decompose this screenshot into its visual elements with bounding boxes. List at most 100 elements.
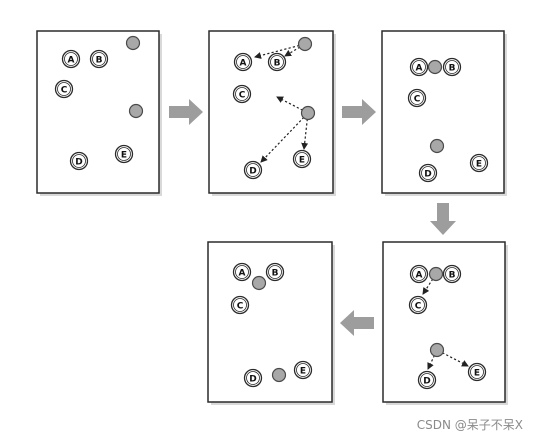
point-label: B	[274, 58, 281, 68]
point-a: A	[61, 49, 81, 69]
point-ring-inner	[57, 82, 71, 96]
point-label: C	[239, 90, 246, 100]
point-c: C	[407, 88, 427, 108]
centroid-dot	[427, 59, 443, 75]
point-ring-inner	[72, 154, 86, 168]
point-ring	[409, 57, 429, 77]
point-ring-inner	[470, 365, 484, 379]
point-ring-inner	[420, 373, 434, 387]
flow-arrow-right	[169, 99, 203, 125]
point-label: D	[249, 166, 256, 176]
centroid-move-arrow	[301, 118, 309, 150]
point-ring	[418, 163, 438, 183]
point-ring	[232, 262, 252, 282]
point-label: D	[249, 374, 256, 384]
point-label: E	[474, 368, 480, 378]
point-ring	[243, 160, 263, 180]
point-d: D	[243, 368, 263, 388]
point-ring	[265, 262, 285, 282]
centroid-dot	[429, 138, 445, 154]
point-ring	[417, 370, 437, 390]
point-ring	[89, 49, 109, 69]
point-e: E	[292, 149, 312, 169]
point-d: D	[243, 160, 263, 180]
point-ring-inner	[235, 87, 249, 101]
point-label: B	[449, 270, 456, 280]
point-ring	[293, 360, 313, 380]
point-ring-inner	[412, 60, 426, 74]
point-c: C	[232, 84, 252, 104]
point-d: D	[417, 370, 437, 390]
panel-2: A B C D E	[208, 30, 336, 196]
point-ring	[61, 49, 81, 69]
point-ring	[230, 295, 250, 315]
point-label: B	[449, 63, 456, 73]
point-label: D	[424, 169, 431, 179]
centroid-dot	[428, 266, 444, 282]
point-ring-inner	[411, 298, 425, 312]
point-ring-inner	[117, 147, 131, 161]
point-label: A	[416, 270, 423, 280]
point-b: B	[267, 52, 287, 72]
point-ring	[114, 144, 134, 164]
point-a: A	[233, 52, 253, 72]
point-ring	[292, 149, 312, 169]
panel-1: A B C D E	[36, 30, 162, 196]
point-label: C	[415, 301, 422, 311]
flow-arrow-left	[340, 310, 374, 336]
point-label: C	[237, 301, 244, 311]
point-ring	[267, 52, 287, 72]
point-c: C	[54, 79, 74, 99]
centroid-move-arrow	[284, 46, 301, 57]
point-b: B	[442, 57, 462, 77]
point-label: C	[414, 94, 421, 104]
point-e: E	[293, 360, 313, 380]
point-label: E	[476, 159, 482, 169]
point-a: A	[409, 264, 429, 284]
point-ring-inner	[246, 163, 260, 177]
point-ring-inner	[295, 152, 309, 166]
point-ring-inner	[412, 267, 426, 281]
point-ring-inner	[233, 298, 247, 312]
point-label: E	[300, 366, 306, 376]
centroid-move-arrow	[254, 44, 300, 59]
flow-arrow-right	[342, 99, 376, 125]
centroid-dot	[125, 35, 141, 51]
panel-frame	[382, 241, 506, 403]
point-c: C	[230, 295, 250, 315]
panel-5: A B C D E	[207, 241, 335, 405]
point-label: A	[240, 58, 247, 68]
point-ring	[469, 153, 489, 173]
centroid-move-arrow	[260, 116, 305, 163]
point-ring	[232, 84, 252, 104]
point-ring-inner	[236, 55, 250, 69]
point-b: B	[442, 264, 462, 284]
centroid-dot	[251, 275, 267, 291]
point-b: B	[265, 262, 285, 282]
point-a: A	[409, 57, 429, 77]
point-ring	[442, 264, 462, 284]
watermark-text: CSDN @呆子不呆X	[416, 418, 523, 432]
point-d: D	[418, 163, 438, 183]
point-ring-inner	[246, 371, 260, 385]
point-ring	[408, 295, 428, 315]
point-label: B	[272, 268, 279, 278]
point-e: E	[469, 153, 489, 173]
centroid-dot	[429, 342, 445, 358]
point-label: A	[416, 63, 423, 73]
point-e: E	[114, 144, 134, 164]
point-ring-inner	[410, 91, 424, 105]
point-ring	[54, 79, 74, 99]
point-b: B	[89, 49, 109, 69]
centroid-move-arrow	[276, 96, 303, 111]
point-d: D	[69, 151, 89, 171]
point-label: C	[61, 85, 68, 95]
point-a: A	[232, 262, 252, 282]
centroid-dot	[297, 36, 313, 52]
centroid-dot	[300, 105, 316, 121]
point-ring-inner	[421, 166, 435, 180]
point-ring	[467, 362, 487, 382]
centroid-dot	[128, 103, 144, 119]
point-label: A	[68, 55, 75, 65]
